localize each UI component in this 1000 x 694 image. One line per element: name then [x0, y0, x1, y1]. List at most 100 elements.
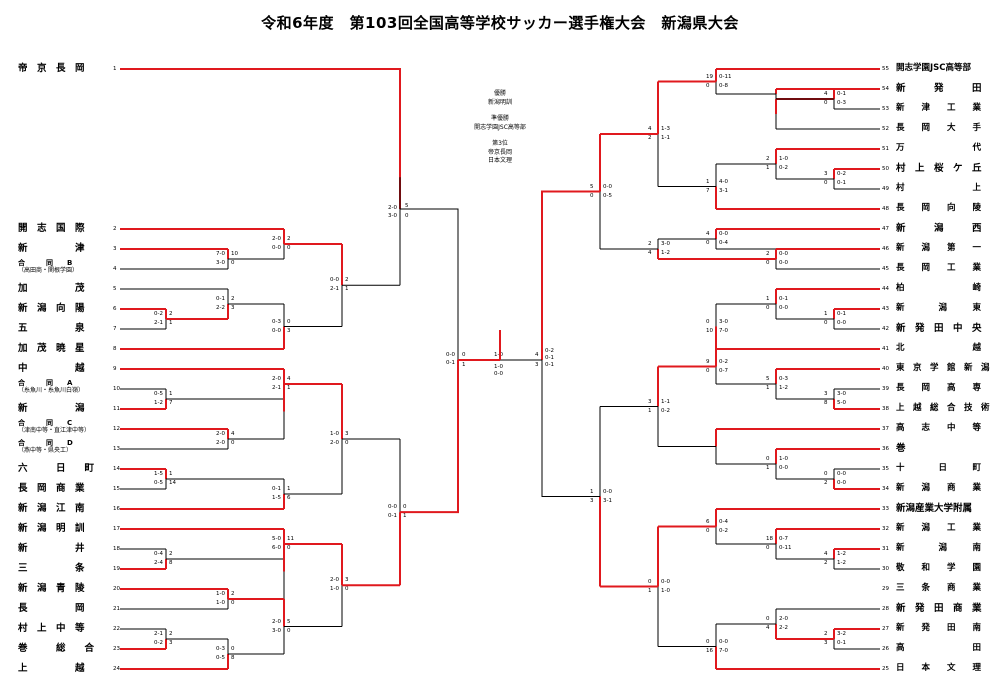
- team-name: 三 条 商 業: [896, 583, 982, 593]
- team-name: 新潟産業大学附属: [896, 503, 973, 514]
- seed-number: 53: [882, 106, 889, 112]
- score-label: 0: [405, 213, 409, 219]
- score-label: 7-0: [719, 647, 728, 654]
- score-label: 0-1: [272, 486, 281, 492]
- seed-number: 30: [882, 566, 889, 572]
- seed-number: 2: [113, 226, 117, 232]
- score-label: 0-11: [719, 73, 732, 80]
- score-label: 0-5: [603, 192, 612, 199]
- score-label: 7-0: [719, 327, 728, 334]
- score-label: 0-1: [446, 360, 455, 366]
- team-name: 万 代: [896, 143, 982, 153]
- score-label: 0-0: [779, 305, 788, 311]
- score-label: 7: [169, 400, 173, 406]
- seed-number: 49: [882, 186, 889, 192]
- team-name: 合 同 C: [18, 419, 73, 427]
- team-name: 新 潟 工 業: [896, 523, 982, 533]
- score-label: 0-0: [272, 245, 281, 251]
- score-label: 3: [648, 398, 652, 405]
- seed-number: 46: [882, 246, 889, 252]
- score-label: 0-2: [837, 171, 846, 177]
- seed-number: 51: [882, 146, 889, 152]
- score-label: 3: [169, 640, 173, 646]
- score-label: 0-11: [779, 545, 792, 551]
- seed-number: 10: [113, 386, 120, 392]
- winner-name: 新潟明訓: [487, 98, 512, 106]
- score-label: 18: [766, 536, 773, 542]
- score-label: 0: [231, 646, 235, 652]
- team-name: 高 田: [896, 643, 982, 653]
- score-label: 4: [287, 376, 291, 382]
- score-label: 2-0: [330, 577, 339, 584]
- score-label: 0-4: [719, 518, 728, 525]
- score-label: 0-1: [545, 355, 554, 361]
- seed-number: 50: [882, 166, 889, 172]
- seed-number: 37: [882, 426, 889, 432]
- score-label: 0-1: [545, 362, 554, 368]
- score-label: 10: [231, 251, 238, 257]
- score-label: 0-5: [154, 480, 163, 486]
- score-label: 0: [287, 627, 291, 634]
- score-label: 0-2: [719, 358, 728, 365]
- team-name: 新 潟 商 業: [896, 483, 982, 493]
- score-label: 0-0: [661, 578, 670, 585]
- seed-number: 33: [882, 506, 889, 512]
- seed-number: 28: [882, 606, 889, 612]
- score-label: 2-2: [216, 305, 225, 311]
- runner-up-label: 準優勝: [490, 115, 509, 122]
- score-label: 3-0: [388, 213, 397, 219]
- score-label: 1-2: [837, 551, 846, 557]
- score-label: 3-0: [272, 627, 281, 634]
- team-name: 長 岡 工 業: [896, 263, 982, 273]
- seed-number: 3: [113, 246, 117, 252]
- score-label: 3: [231, 305, 235, 311]
- score-label: 4: [706, 231, 710, 237]
- team-name: 六 日 町: [18, 463, 95, 474]
- score-label: 1: [766, 465, 770, 471]
- seed-number: 54: [882, 86, 889, 92]
- score-label: 2-0: [216, 440, 225, 446]
- score-label: 1-5: [154, 471, 163, 477]
- score-label: 2: [648, 241, 652, 247]
- seed-number: 35: [882, 466, 889, 472]
- score-label: 3-1: [603, 497, 612, 504]
- score-label: 0: [287, 245, 291, 251]
- score-label: 0: [766, 616, 770, 622]
- score-label: 4: [824, 91, 828, 97]
- score-label: 0: [824, 180, 828, 186]
- score-label: 0: [766, 260, 770, 266]
- score-label: 3: [824, 640, 828, 646]
- score-label: 0-0: [446, 352, 455, 358]
- score-label: 0: [824, 320, 828, 326]
- score-label: 1-0: [661, 587, 670, 594]
- score-label: 5: [287, 618, 291, 625]
- bracket-line: [541, 360, 600, 497]
- team-name: 合 同 B: [18, 259, 73, 267]
- team-name: 新 潟 青 陵: [18, 583, 85, 594]
- score-label: 0: [706, 318, 710, 325]
- score-label: 0-0: [272, 327, 281, 334]
- score-label: 0-1: [388, 513, 397, 520]
- page-title: 令和6年度 第103回全国高等学校サッカー選手権大会 新潟県大会: [261, 14, 739, 32]
- score-label: 4: [766, 625, 770, 631]
- score-label: 0-1: [779, 296, 788, 302]
- score-label: 4: [231, 431, 235, 437]
- score-label: 0-7: [719, 367, 728, 374]
- score-label: 1: [169, 391, 173, 397]
- score-label: 1: [706, 178, 710, 185]
- team-name: 開 志 国 際: [18, 223, 85, 234]
- score-label: 3-0: [216, 260, 225, 266]
- score-label: 1-0: [216, 591, 225, 597]
- score-label: 0-0: [779, 465, 788, 471]
- team-name: 巻: [896, 443, 906, 454]
- seed-number: 23: [113, 646, 120, 652]
- score-label: 0-5: [154, 391, 163, 397]
- seed-number: 38: [882, 406, 889, 412]
- score-label: 2-0: [272, 236, 281, 242]
- score-label: 1: [766, 165, 770, 171]
- score-label: 8: [231, 655, 235, 661]
- seed-number: 9: [113, 366, 117, 372]
- team-name: 中 越: [18, 363, 85, 374]
- score-label: 0-0: [494, 371, 503, 377]
